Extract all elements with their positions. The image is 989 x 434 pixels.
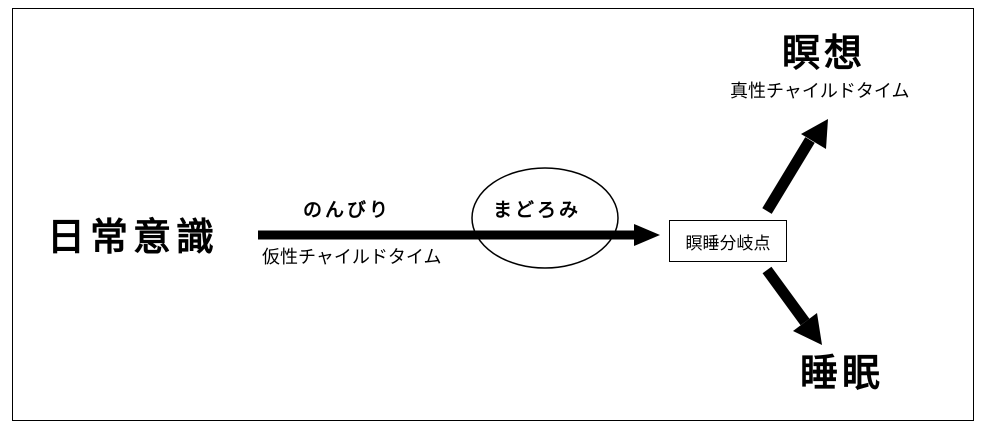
lower-branch-arrow-head	[793, 313, 822, 345]
daily-consciousness-label: 日常意識	[47, 215, 220, 259]
sleep-label: 睡眠	[800, 351, 885, 395]
drowsiness-ellipse	[471, 167, 619, 269]
relaxed-label: のんびり	[303, 199, 392, 221]
true-child-time-label: 真性チャイルドタイム	[730, 81, 910, 102]
diagram-frame	[12, 8, 974, 421]
drowsiness-label: まどろみ	[493, 199, 582, 221]
upper-branch-arrow-shaft	[762, 137, 815, 214]
branch-point-label: 瞑睡分岐点	[685, 233, 771, 254]
main-arrow-head	[634, 224, 660, 246]
meditation-label: 瞑想	[782, 31, 867, 75]
upper-branch-arrow-head	[801, 119, 828, 149]
branch-point-box: 瞑睡分岐点	[669, 220, 787, 262]
lower-branch-arrow-shaft	[762, 266, 810, 326]
pseudo-child-time-label: 仮性チャイルドタイム	[262, 247, 442, 268]
